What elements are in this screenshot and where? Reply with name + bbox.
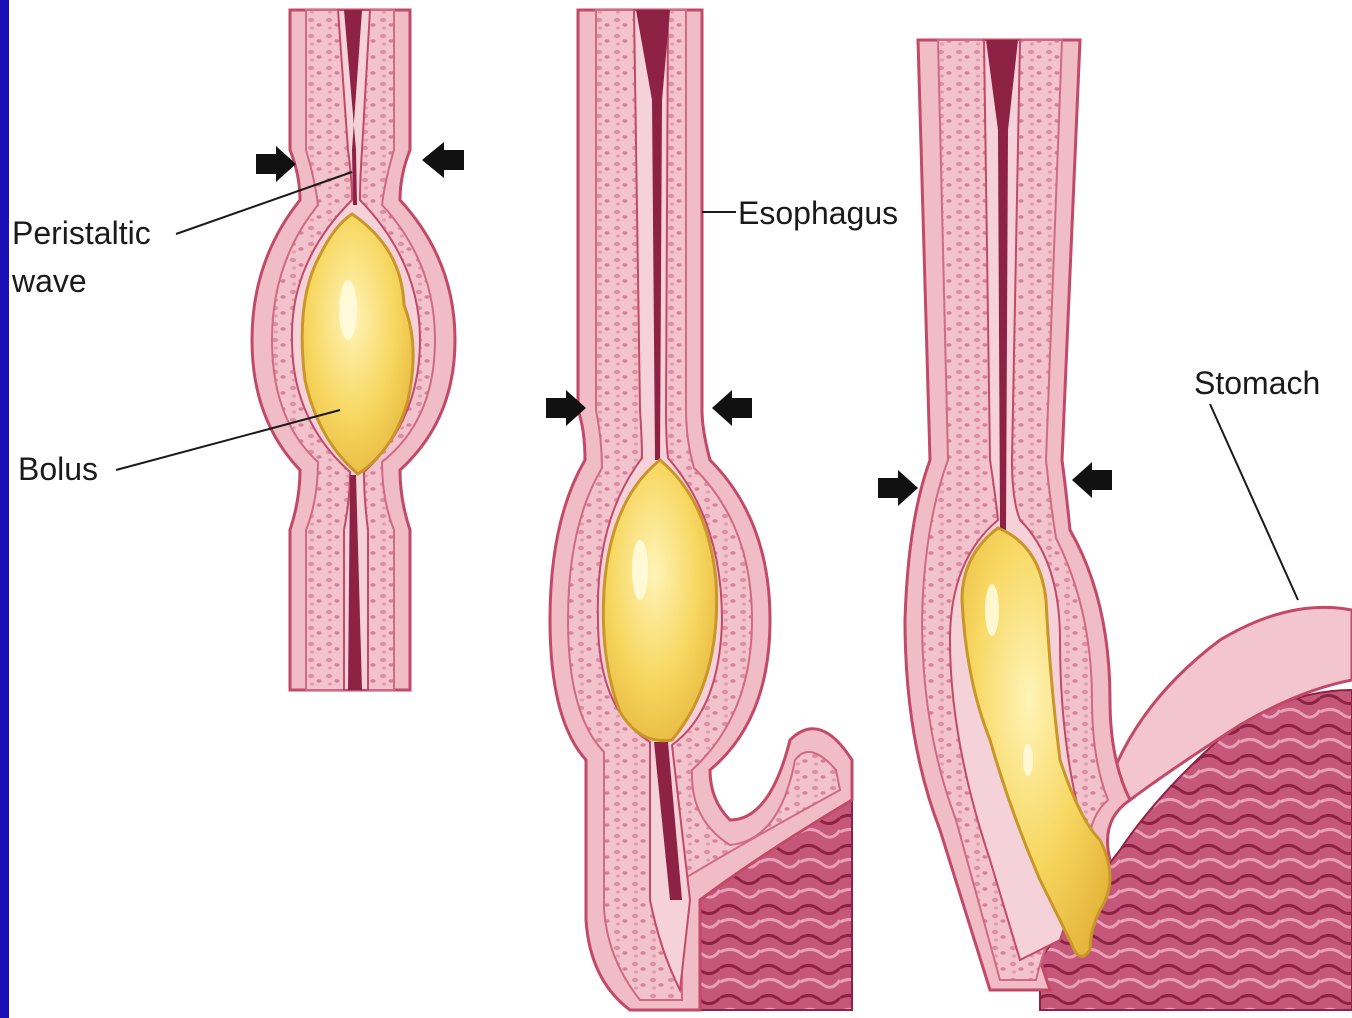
label-stomach: Stomach [1194, 364, 1320, 402]
panel-1 [252, 10, 464, 690]
panel-2 [546, 10, 852, 1010]
label-peristaltic-wave-line1: Peristaltic [12, 214, 151, 252]
bolus-highlight [985, 584, 999, 636]
label-esophagus: Esophagus [738, 194, 898, 232]
bolus-highlight [632, 540, 648, 600]
panel-3 [878, 40, 1352, 1010]
bolus-highlight [339, 280, 357, 340]
arrow-right-icon [878, 470, 918, 506]
arrow-left-icon [422, 142, 464, 178]
arrow-left-icon [1072, 462, 1112, 498]
label-peristaltic-wave-line2: wave [12, 262, 87, 300]
label-bolus: Bolus [18, 450, 98, 488]
bolus-highlight [1023, 744, 1033, 776]
leader-line-stomach [1210, 404, 1298, 600]
arrow-left-icon [712, 390, 752, 426]
